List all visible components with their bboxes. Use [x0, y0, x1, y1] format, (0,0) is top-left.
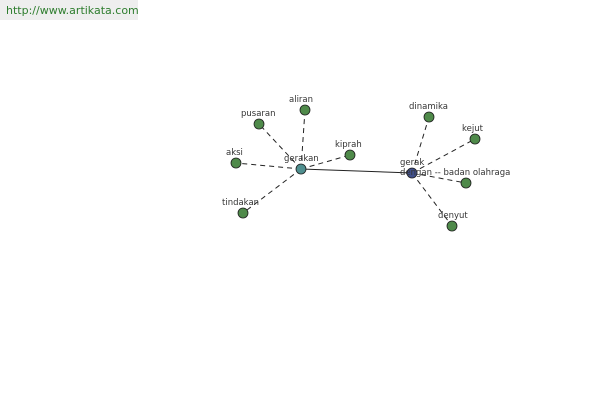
node-dinamika[interactable]	[423, 111, 435, 123]
edge-gerakan-aliran	[300, 109, 306, 170]
node-aliran[interactable]	[299, 104, 311, 116]
edge-gerakan-tindakan	[242, 168, 302, 214]
edge-gerak-kejut	[411, 138, 476, 174]
node-kiprah[interactable]	[344, 149, 356, 161]
node-pusaran[interactable]	[253, 118, 265, 130]
nodes-layer	[230, 104, 481, 232]
node-denyut[interactable]	[446, 220, 458, 232]
edge-gerak-denyut	[411, 172, 453, 227]
node-tindakan[interactable]	[237, 207, 249, 219]
url-bar: http://www.artikata.com	[0, 0, 139, 20]
edge-gerak-dinamika	[411, 116, 430, 174]
node-label-denyut[interactable]: denyut	[438, 211, 468, 221]
edge-gerakan-aksi	[235, 162, 302, 170]
edge-gerak-dengan	[411, 172, 467, 184]
node-label-dengan[interactable]: dengan -- badan olahraga	[400, 168, 510, 178]
edges-layer	[235, 109, 476, 227]
node-gerakan[interactable]	[295, 163, 307, 175]
node-gerak[interactable]	[406, 167, 418, 179]
edge-gerakan-pusaran	[258, 123, 302, 170]
node-label-gerakan[interactable]: gerakan	[284, 154, 319, 164]
node-label-aksi[interactable]: aksi	[226, 148, 243, 158]
node-aksi[interactable]	[230, 157, 242, 169]
edge-gerakan-gerak	[300, 168, 413, 174]
node-label-dinamika[interactable]: dinamika	[409, 102, 448, 112]
node-label-pusaran[interactable]: pusaran	[241, 109, 276, 119]
node-label-kiprah[interactable]: kiprah	[335, 140, 362, 150]
node-label-kejut[interactable]: kejut	[462, 124, 484, 134]
node-label-gerak[interactable]: gerak	[400, 158, 424, 168]
node-label-aliran[interactable]: aliran	[289, 95, 313, 105]
node-dengan[interactable]	[460, 177, 472, 189]
node-kejut[interactable]	[469, 133, 481, 145]
site-url-link[interactable]: http://www.artikata.com	[6, 4, 139, 17]
node-label-tindakan[interactable]: tindakan	[222, 198, 259, 208]
